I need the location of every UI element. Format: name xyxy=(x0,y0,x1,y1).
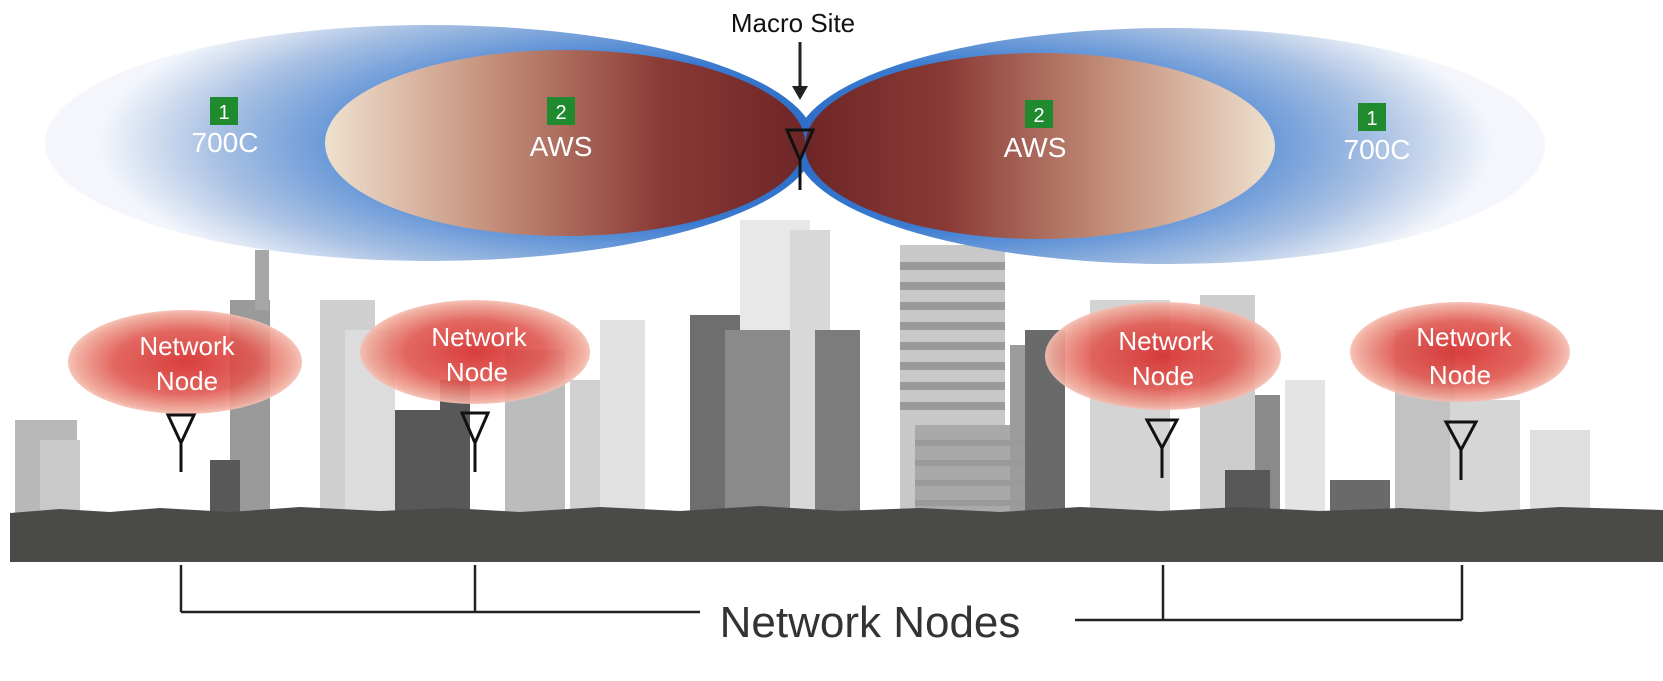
ground xyxy=(10,506,1663,562)
badge-number: 1 xyxy=(1366,108,1377,130)
badge-number: 2 xyxy=(555,102,566,124)
band-label-aws-right: AWS xyxy=(1004,132,1067,163)
coverage-aws-right xyxy=(805,53,1275,239)
macro-site-antenna xyxy=(784,128,816,190)
network-nodes-caption: Network Nodes xyxy=(720,598,1021,647)
antenna-icon xyxy=(459,411,491,472)
network-node-label-line2: Node xyxy=(1429,360,1491,390)
node-bracket-left xyxy=(179,565,700,614)
antenna-icon xyxy=(1144,418,1180,478)
network-node-1: Network Node xyxy=(68,310,302,472)
node-bracket-right xyxy=(1075,565,1464,622)
badge-number: 2 xyxy=(1033,105,1044,127)
band-label-aws-left: AWS xyxy=(530,131,593,162)
network-node-label-line1: Network xyxy=(139,331,235,361)
antenna-icon xyxy=(165,413,197,472)
badge-number: 1 xyxy=(218,102,229,124)
badge-aws-right: 2 xyxy=(1025,100,1053,128)
network-node-4: Network Node xyxy=(1350,302,1570,480)
network-node-label-line2: Node xyxy=(446,357,508,387)
skyline-background xyxy=(15,220,1590,520)
badge-700c-left: 1 xyxy=(210,97,238,125)
network-node-label-line2: Node xyxy=(1132,361,1194,391)
macro-site-label: Macro Site xyxy=(731,8,855,38)
band-label-700c-right: 700C xyxy=(1344,134,1411,165)
badge-aws-left: 2 xyxy=(547,97,575,125)
network-node-label-line2: Node xyxy=(156,366,218,396)
network-node-3: Network Node xyxy=(1045,302,1281,478)
band-label-700c-left: 700C xyxy=(192,127,259,158)
network-node-label-line1: Network xyxy=(1118,326,1214,356)
network-node-label-line1: Network xyxy=(1416,322,1512,352)
network-node-label-line1: Network xyxy=(431,322,527,352)
network-node-2: Network Node xyxy=(360,300,590,472)
coverage-aws-left xyxy=(325,50,805,236)
antenna-icon xyxy=(1443,420,1479,480)
badge-700c-right: 1 xyxy=(1358,103,1386,131)
macro-site-arrow xyxy=(792,42,808,100)
macro-coverage xyxy=(45,25,1545,264)
